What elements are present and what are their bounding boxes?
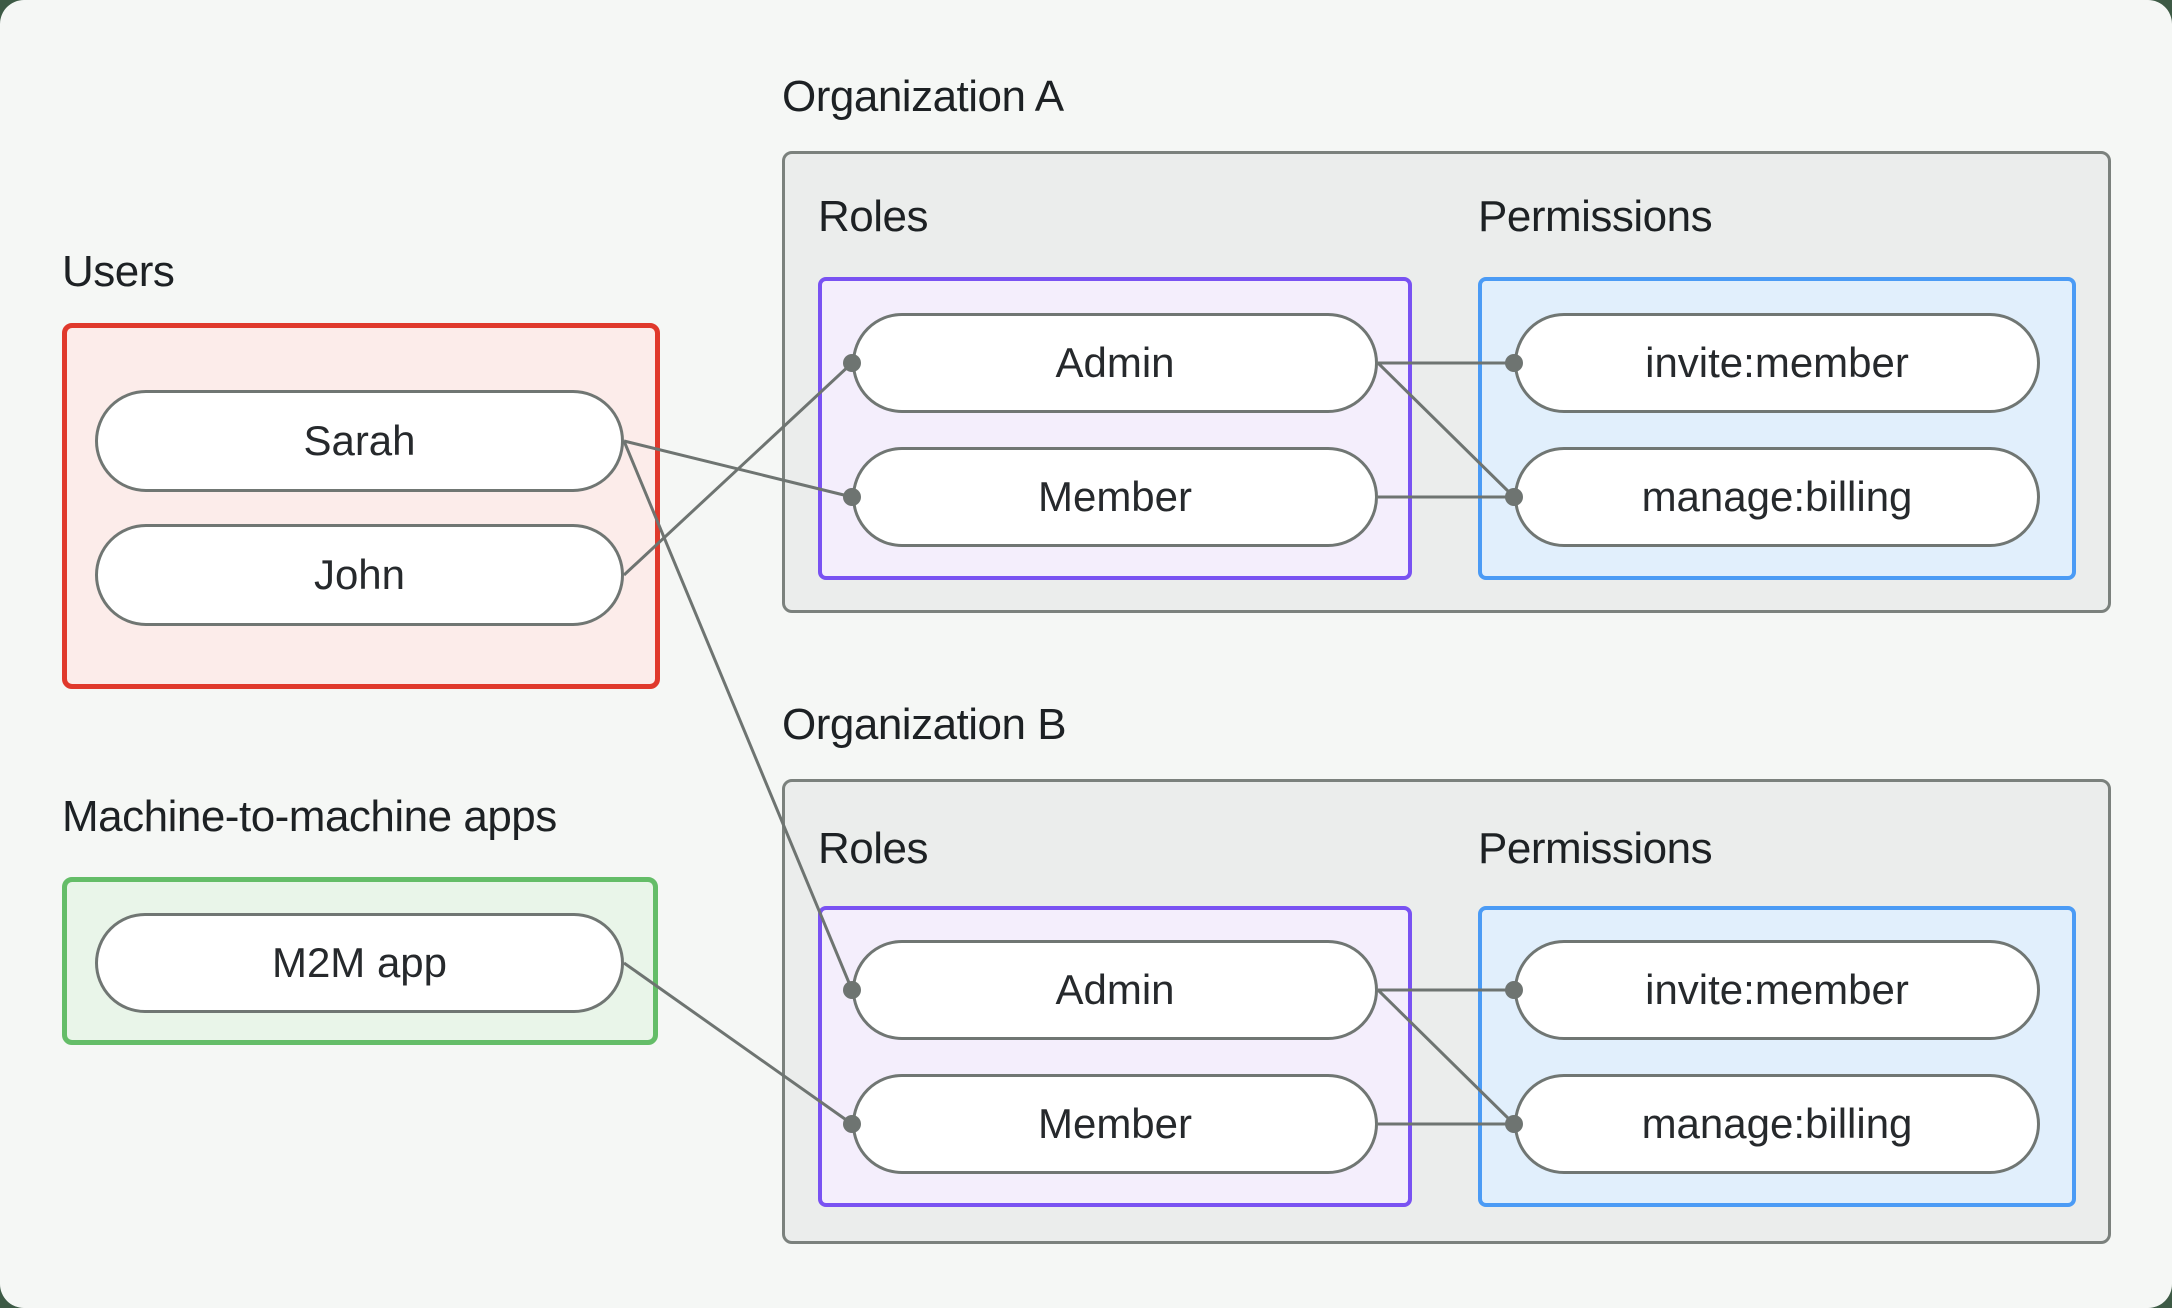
org-b-roles-label: Roles bbox=[818, 824, 929, 873]
m2m-node-app: M2M app bbox=[95, 913, 624, 1013]
org-a-roles-label: Roles bbox=[818, 192, 929, 241]
users-group-label: Users bbox=[62, 247, 175, 296]
user-node-sarah: Sarah bbox=[95, 390, 624, 492]
org-a-role-member: Member bbox=[852, 447, 1378, 547]
org-a-permission-invite-member: invite:member bbox=[1514, 313, 2040, 413]
org-b-permission-manage-billing: manage:billing bbox=[1514, 1074, 2040, 1174]
org-b-role-admin: Admin bbox=[852, 940, 1378, 1040]
org-a-permission-manage-billing: manage:billing bbox=[1514, 447, 2040, 547]
users-group-box bbox=[62, 323, 660, 689]
org-a-permissions-label: Permissions bbox=[1478, 192, 1713, 241]
org-a-role-admin: Admin bbox=[852, 313, 1378, 413]
m2m-group-label: Machine-to-machine apps bbox=[62, 792, 557, 841]
org-b-permissions-label: Permissions bbox=[1478, 824, 1713, 873]
user-node-john: John bbox=[95, 524, 624, 626]
org-b-permission-invite-member: invite:member bbox=[1514, 940, 2040, 1040]
org-b-role-member: Member bbox=[852, 1074, 1378, 1174]
org-a-label: Organization A bbox=[782, 72, 1064, 121]
org-b-label: Organization B bbox=[782, 700, 1067, 749]
